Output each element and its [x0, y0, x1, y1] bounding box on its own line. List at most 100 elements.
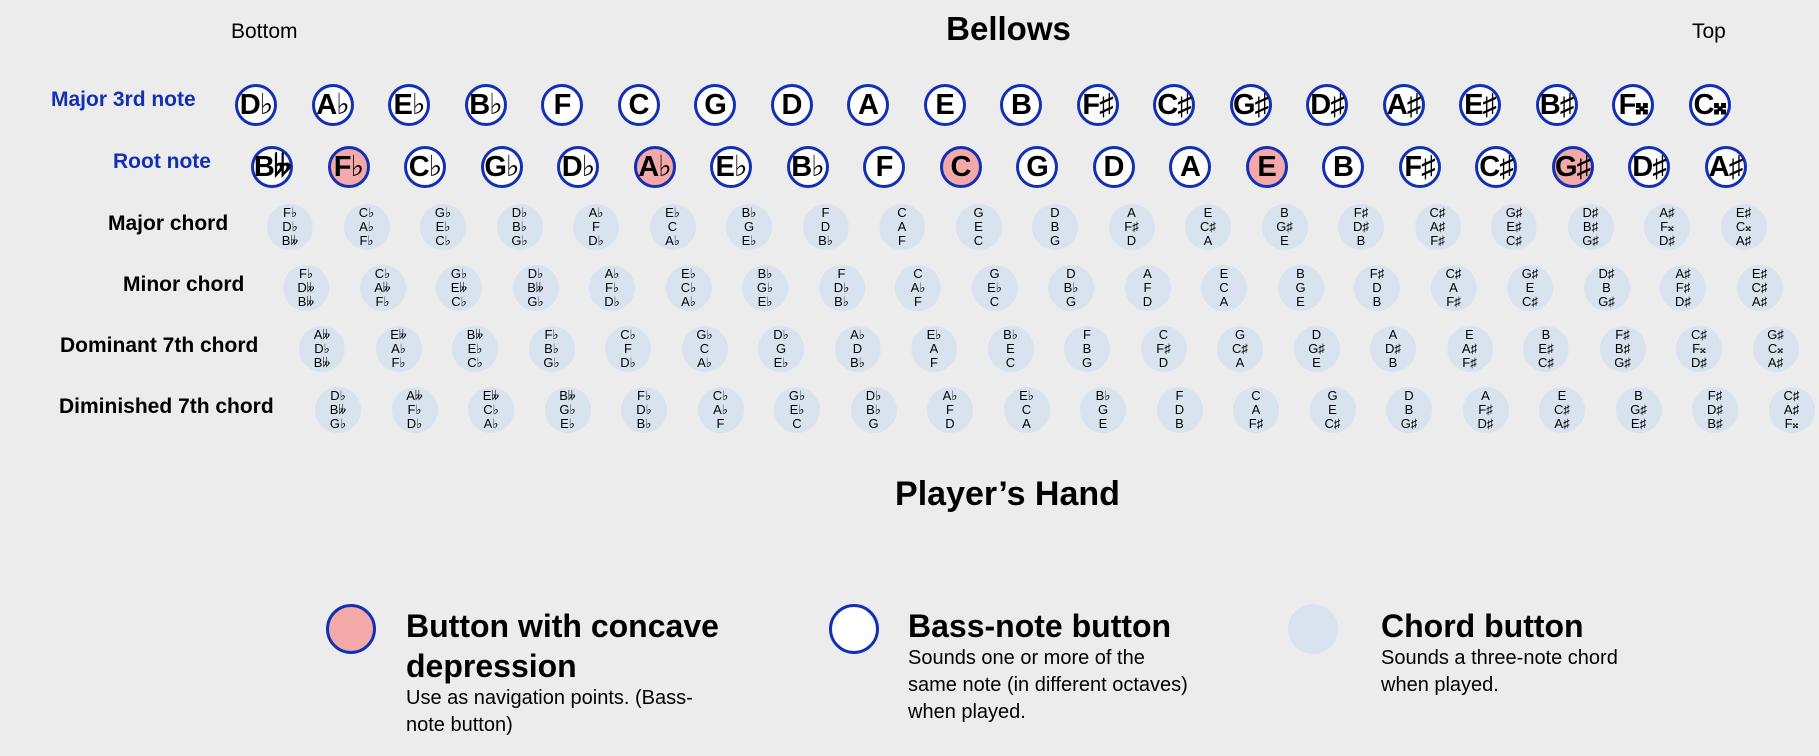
chord-button-major-2[interactable]: C♭A♭F♭ [343, 204, 390, 250]
bass-button-root-16[interactable]: F♯ [1398, 146, 1441, 188]
chord-button-dom7-2[interactable]: E𝄫A♭F♭ [375, 326, 422, 372]
chord-button-minor-4[interactable]: D♭B𝄫G♭ [512, 265, 559, 311]
chord-button-major-19[interactable]: A♯F𝄪D♯ [1644, 204, 1690, 250]
bass-button-major-third-12[interactable]: F♯ [1076, 84, 1119, 126]
bass-button-root-11[interactable]: G [1016, 146, 1058, 188]
chord-button-minor-1[interactable]: F♭D𝄫B𝄫 [283, 265, 329, 311]
bass-button-major-third-7[interactable]: G [694, 84, 736, 126]
bass-button-root-7[interactable]: E♭ [710, 146, 752, 188]
bass-button-major-third-13[interactable]: C♯ [1153, 84, 1195, 126]
chord-button-dom7-20[interactable]: G♯C𝄪A♯ [1752, 326, 1799, 372]
bass-button-root-3[interactable]: C♭ [404, 146, 446, 188]
bass-button-major-third-9[interactable]: A [847, 84, 889, 126]
bass-button-major-third-14[interactable]: G♯ [1229, 84, 1272, 126]
chord-button-major-15[interactable]: F♯D♯B [1338, 204, 1384, 250]
bass-button-root-17[interactable]: C♯ [1475, 146, 1517, 188]
chord-button-dom7-1[interactable]: A𝄫D♭B𝄫 [299, 326, 345, 372]
chord-button-dom7-19[interactable]: C♯F𝄪D♯ [1676, 326, 1722, 372]
chord-button-dom7-3[interactable]: B𝄫E♭C♭ [452, 326, 498, 372]
chord-button-major-4[interactable]: D♭B♭G♭ [496, 204, 543, 250]
bass-button-root-5[interactable]: D♭ [557, 146, 599, 188]
chord-button-minor-5[interactable]: A♭F♭D♭ [589, 265, 635, 311]
bass-button-root-15[interactable]: B [1322, 146, 1364, 188]
bass-button-major-third-4[interactable]: B♭ [464, 84, 507, 126]
chord-button-minor-3[interactable]: G♭E𝄫C♭ [436, 265, 482, 311]
chord-button-dim7-19[interactable]: F♯D♯B♯ [1692, 387, 1738, 433]
chord-button-dim7-8[interactable]: D♭B♭G [850, 387, 897, 433]
bass-button-major-third-5[interactable]: F [541, 84, 583, 126]
bass-button-major-third-3[interactable]: E♭ [388, 84, 430, 126]
bass-button-major-third-6[interactable]: C [617, 84, 660, 126]
bass-button-major-third-18[interactable]: B♯ [1535, 84, 1578, 126]
bass-button-root-10[interactable]: C [939, 146, 982, 188]
bass-button-root-13[interactable]: A [1169, 146, 1211, 188]
bass-button-major-third-10[interactable]: E [923, 84, 966, 126]
bass-button-root-12[interactable]: D [1092, 146, 1135, 188]
bass-button-major-third-11[interactable]: B [1000, 84, 1042, 126]
chord-button-major-18[interactable]: D♯B♯G♯ [1567, 204, 1614, 250]
bass-button-root-4[interactable]: G♭ [480, 146, 523, 188]
bass-button-root-14[interactable]: E [1245, 146, 1288, 188]
chord-button-major-20[interactable]: E♯C𝄪A♯ [1720, 204, 1767, 250]
chord-button-major-3[interactable]: G♭E♭C♭ [420, 204, 466, 250]
chord-button-major-16[interactable]: C♯A♯F♯ [1414, 204, 1461, 250]
chord-button-minor-2[interactable]: C♭A𝄫F♭ [359, 265, 406, 311]
bass-button-major-third-2[interactable]: A♭ [311, 84, 354, 126]
chord-button-minor-19[interactable]: A♯F♯D♯ [1660, 265, 1706, 311]
bass-button-major-third-20[interactable]: C𝄪 [1688, 84, 1731, 126]
bass-button-root-19[interactable]: D♯ [1628, 146, 1670, 188]
bass-button-root-1[interactable]: B𝄫 [251, 146, 293, 188]
bass-button-root-9[interactable]: F [863, 146, 905, 188]
chord-button-major-1[interactable]: F♭D♭B𝄫 [267, 204, 313, 250]
bass-button-root-8[interactable]: B♭ [786, 146, 829, 188]
bass-button-major-third-8[interactable]: D [770, 84, 813, 126]
chord-button-dim7-6[interactable]: C♭A♭F [697, 387, 744, 433]
bass-button-major-third-15[interactable]: D♯ [1306, 84, 1348, 126]
chord-button-dim7-1[interactable]: D♭B𝄫G♭ [315, 387, 361, 433]
chord-button-dim7-3[interactable]: E𝄫C♭A♭ [468, 387, 514, 433]
bass-button-root-2[interactable]: F♭ [327, 146, 370, 188]
bass-button-root-20[interactable]: A♯ [1704, 146, 1747, 188]
chord-button-minor-6[interactable]: E♭C♭A♭ [665, 265, 712, 311]
chord-button-dim7-20[interactable]: C♯A♯F𝄪 [1768, 387, 1815, 433]
chord-button-dom7-4[interactable]: F♭B♭G♭ [528, 326, 575, 372]
bass-button-root-6[interactable]: A♭ [633, 146, 676, 188]
chord-button-minor-7[interactable]: B♭G♭E♭ [742, 265, 788, 311]
bass-button-major-third-16[interactable]: A♯ [1382, 84, 1425, 126]
